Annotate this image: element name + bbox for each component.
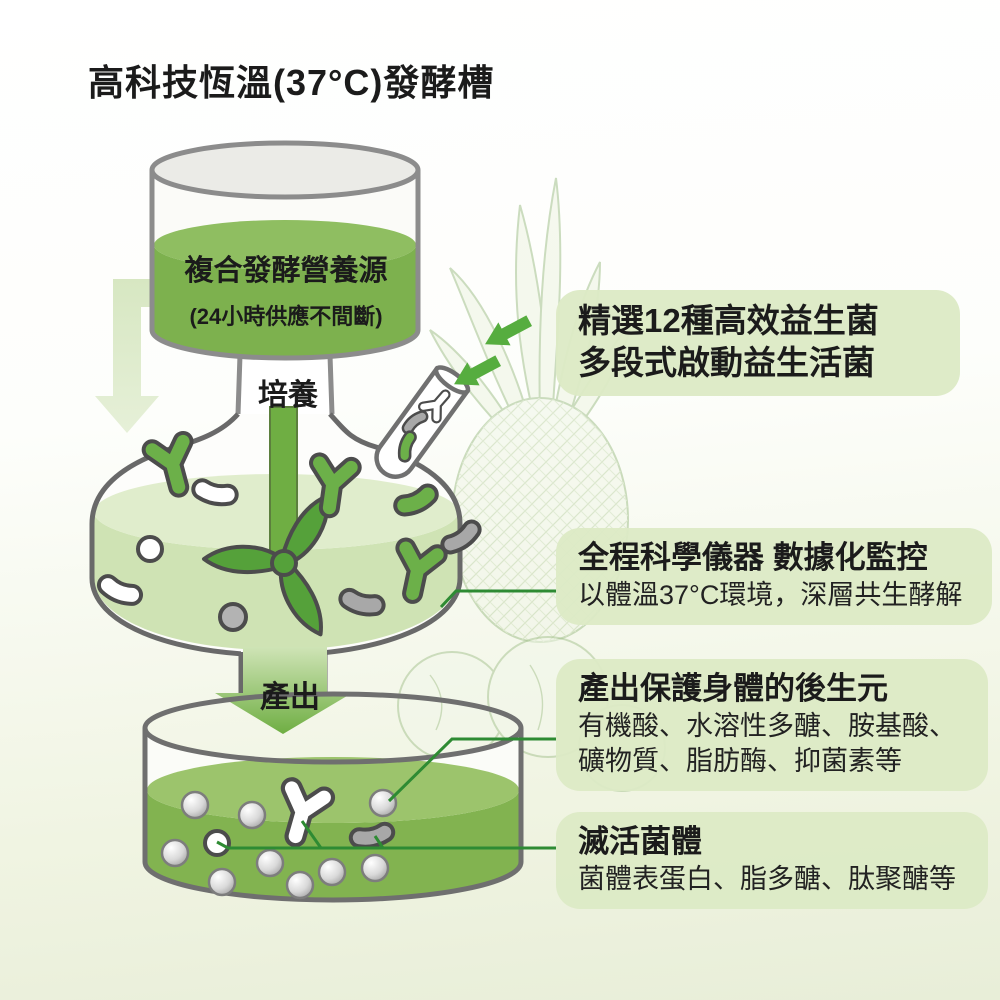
monitoring-callout-line — [439, 589, 556, 609]
monitoring-title: 全程科學儀器 數據化監控 — [578, 540, 928, 575]
nutrient-tank-label: 複合發酵營養源 — [184, 255, 388, 287]
propeller-stirrer-icon — [202, 406, 330, 637]
callout-lines — [216, 589, 556, 850]
test-tube-icon — [374, 309, 536, 479]
feed-arrow-icon — [95, 279, 159, 433]
postbiotics-line1: 有機酸、水溶性多醣、胺基酸、 — [578, 710, 956, 741]
inactivated-callout-line — [216, 820, 556, 850]
callout-monitoring: 全程科學儀器 數據化監控 以體溫37°C環境，深層共生酵解 — [556, 528, 992, 625]
nutrient-tank-sublabel: (24小時供應不間斷) — [189, 304, 383, 329]
page-title: 高科技恆溫(37°C)發酵槽 — [88, 62, 495, 103]
output-step-label: 產出 — [260, 681, 320, 714]
postbiotics-callout-line — [387, 737, 556, 803]
callout-postbiotics: 產出保護身體的後生元 有機酸、水溶性多醣、胺基酸、 礦物質、脂肪酶、抑菌素等 — [556, 659, 988, 791]
callout-inactivated: 滅活菌體 菌體表蛋白、脂多醣、肽聚醣等 — [556, 812, 988, 909]
inactivated-title: 滅活菌體 — [578, 824, 702, 859]
postbiotics-title: 產出保護身體的後生元 — [578, 671, 888, 706]
top-neck-walls — [235, 354, 335, 415]
callout-probiotics: 精選12種高效益生菌 多段式啟動益生活菌 — [556, 290, 960, 397]
monitoring-subtitle: 以體溫37°C環境，深層共生酵解 — [578, 579, 963, 610]
nutrient-tank-icon — [149, 140, 421, 361]
postbiotics-line2: 礦物質、脂肪酶、抑菌素等 — [578, 745, 902, 776]
probiotics-line1: 精選12種高效益生菌 — [578, 302, 879, 339]
probiotics-line2: 多段式啟動益生活菌 — [578, 344, 875, 382]
inactivated-subtitle: 菌體表蛋白、脂多醣、肽聚醣等 — [578, 863, 956, 894]
probiotic-bacteria-icons — [107, 441, 473, 632]
postbiotic-sphere-icons — [160, 788, 398, 900]
output-tank-icon — [142, 691, 524, 903]
culture-step-label: 培養 — [258, 379, 318, 412]
output-arrow-icon — [215, 647, 352, 734]
